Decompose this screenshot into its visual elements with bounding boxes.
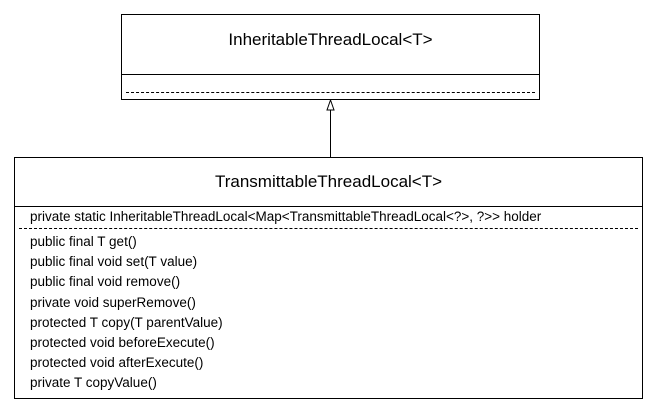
child-class-separator (15, 206, 642, 207)
inheritance-arrowhead (326, 98, 335, 111)
operation-super-remove: private void superRemove() (30, 294, 196, 310)
parent-class-dashed-separator (126, 92, 535, 93)
child-class-box: TransmittableThreadLocal<T> private stat… (14, 157, 643, 399)
child-class-operations: public final T get() public final void s… (30, 232, 223, 394)
operation-copy: protected T copy(T parentValue) (30, 314, 223, 330)
operation-copy-value: private T copyValue() (30, 375, 157, 391)
operation-get: public final T get() (30, 234, 137, 249)
parent-class-name: InheritableThreadLocal<T> (228, 30, 433, 49)
parent-class-separator (122, 74, 539, 75)
child-class-name: TransmittableThreadLocal<T> (214, 172, 443, 191)
holder-attribute: private static InheritableThreadLocal<Ma… (30, 209, 542, 224)
operation-after-execute: protected void afterExecute() (30, 355, 204, 371)
child-class-dashed-separator (19, 228, 638, 229)
parent-class-box: InheritableThreadLocal<T> (121, 14, 540, 100)
operation-remove: public final void remove() (30, 274, 181, 290)
operation-before-execute: protected void beforeExecute() (30, 335, 215, 351)
operation-set: public final void set(T value) (30, 254, 198, 270)
